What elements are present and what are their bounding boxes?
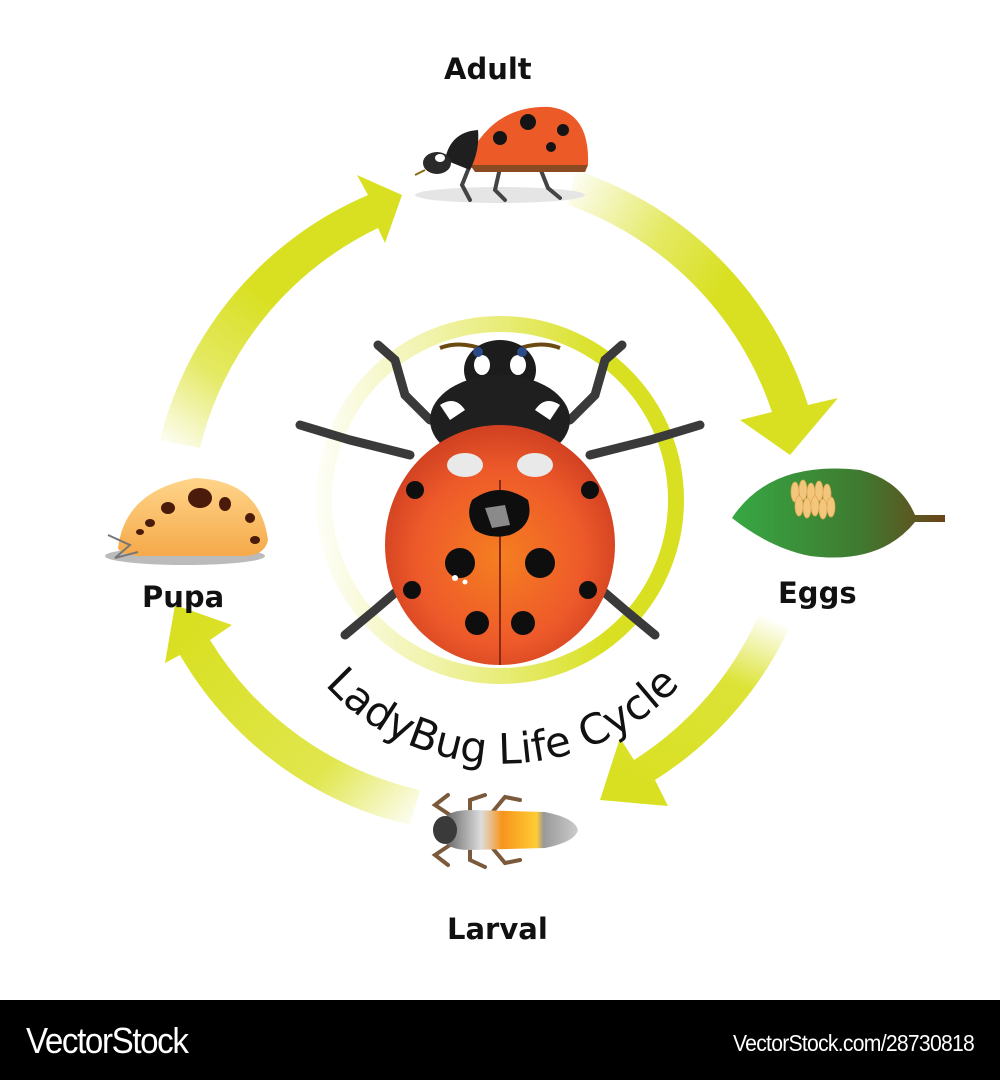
watermark-footer: VectorStock VectorStock.com/28730818 — [0, 1000, 1000, 1080]
image-reference: VectorStock.com/28730818 — [732, 1030, 975, 1056]
inner-ring — [316, 316, 684, 684]
stage-label-adult: Adult — [444, 52, 532, 86]
ladybug-top-view-illustration — [295, 340, 705, 665]
pupa-illustration — [105, 478, 268, 565]
stage-label-larval: Larval — [447, 912, 548, 946]
diagram-graphics: LadyBug Life Cycle — [105, 106, 945, 869]
arrow-adult-to-eggs — [568, 170, 838, 455]
larva-illustration — [431, 793, 578, 869]
arrow-larval-to-pupa — [165, 605, 420, 825]
adult-ladybug-illustration — [414, 106, 589, 203]
brand-logo-text: VectorStock — [26, 1020, 189, 1061]
stage-label-eggs: Eggs — [778, 576, 857, 610]
life-cycle-diagram: LadyBug Life Cycle Adult Eggs Larval Pup… — [105, 52, 945, 946]
eggs-on-leaf-illustration — [732, 468, 945, 558]
arrow-eggs-to-larval — [600, 612, 795, 806]
stage-label-pupa: Pupa — [142, 580, 225, 614]
arrow-pupa-to-adult — [160, 175, 402, 448]
